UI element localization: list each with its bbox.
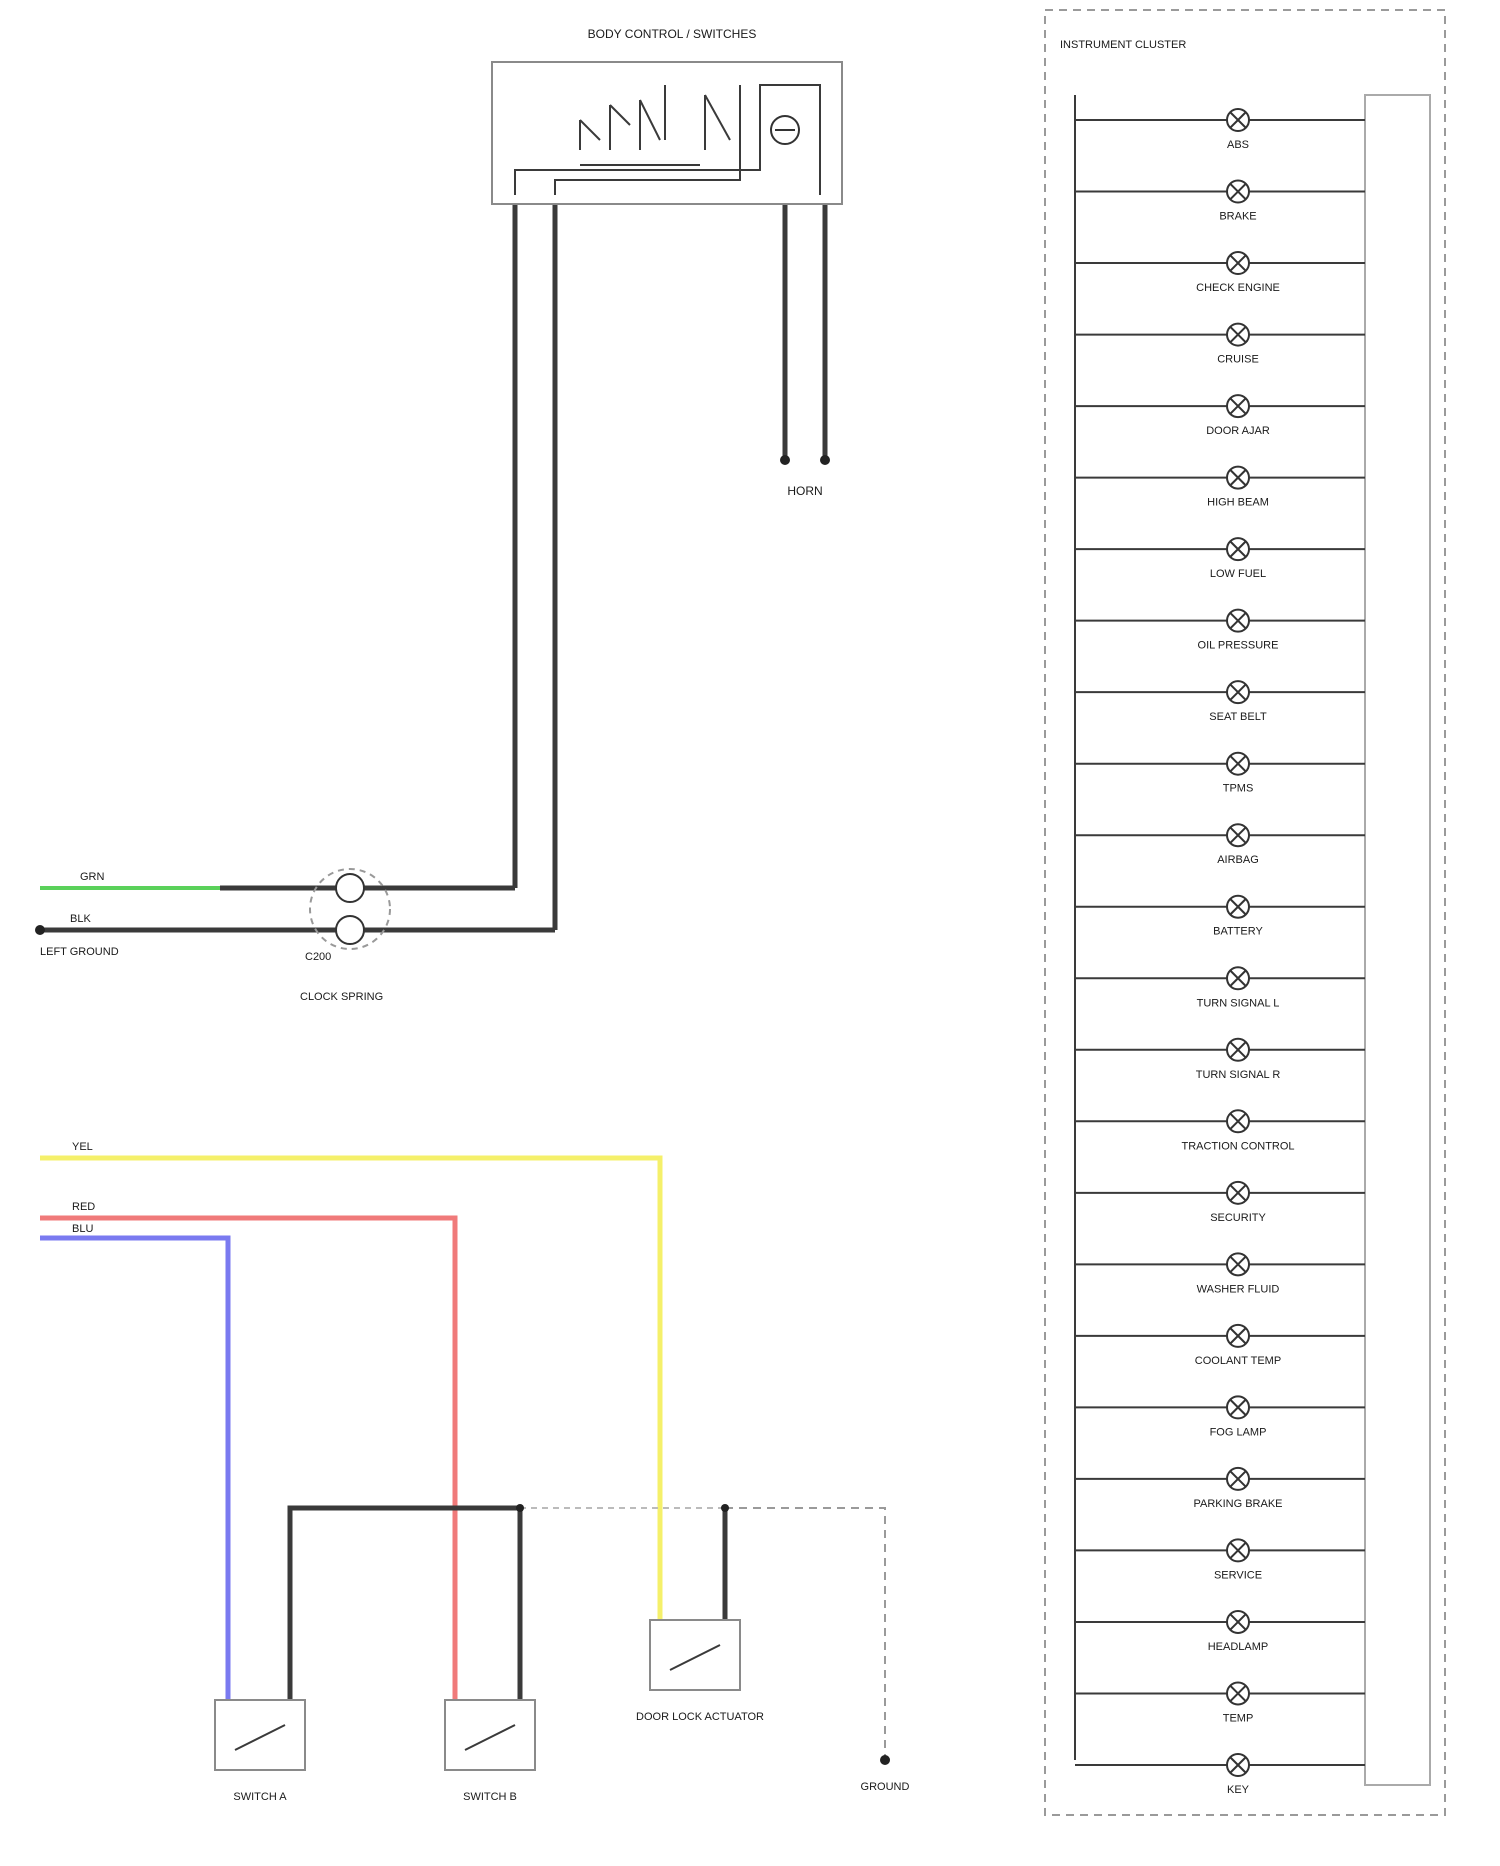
indicator-lamp: FOG LAMP: [1075, 1396, 1365, 1438]
wire-black-code: BLK: [70, 913, 91, 925]
indicator-lamp: TURN SIGNAL R: [1075, 1039, 1365, 1081]
wire-red-code: RED: [72, 1201, 95, 1213]
indicator-label: TPMS: [1223, 783, 1254, 795]
device-switch-a: [215, 1700, 305, 1770]
instrument-cluster-title: INSTRUMENT CLUSTER: [1060, 39, 1186, 51]
indicator-list: ABS BRAKE CHECK ENGINE CRUISE DOOR AJAR HIGH …: [1075, 109, 1365, 1796]
indicator-label: TEMP: [1223, 1712, 1254, 1724]
switch-contacts: [580, 85, 730, 165]
indicator-lamp: DOOR AJAR: [1075, 395, 1365, 437]
indicator-label: TURN SIGNAL L: [1197, 997, 1280, 1009]
indicator-lamp: HEADLAMP: [1075, 1611, 1365, 1653]
indicator-label: WASHER FLUID: [1197, 1283, 1280, 1295]
wire-blue-code: BLU: [72, 1223, 93, 1235]
indicator-lamp: BRAKE: [1075, 181, 1365, 223]
device-switch-b-label: SWITCH B: [463, 1791, 517, 1803]
indicator-lamp: TURN SIGNAL L: [1075, 967, 1365, 1009]
left-ground-terminal: [35, 925, 45, 935]
indicator-label: SECURITY: [1210, 1212, 1266, 1224]
indicator-lamp: AIRBAG: [1075, 824, 1365, 866]
indicator-lamp: KEY: [1075, 1754, 1365, 1796]
left-wiring: GRN BLK LEFT GROUND C200 CLOCK SPRING: [35, 869, 555, 1003]
clock-spring-label: CLOCK SPRING: [300, 991, 383, 1003]
indicator-label: CHECK ENGINE: [1196, 282, 1280, 294]
indicator-label: TURN SIGNAL R: [1196, 1069, 1281, 1081]
indicator-lamp: SECURITY: [1075, 1182, 1365, 1224]
indicator-label: DOOR AJAR: [1206, 425, 1270, 437]
indicator-lamp: BATTERY: [1075, 896, 1365, 938]
indicator-label: HEADLAMP: [1208, 1641, 1269, 1653]
bottom-devices: SWITCH A SWITCH B DOOR LOCK ACTUATOR GRO…: [215, 1620, 909, 1803]
horn-terminal-2: [820, 455, 830, 465]
indicator-lamp: WASHER FLUID: [1075, 1253, 1365, 1295]
horn-label: HORN: [787, 484, 822, 498]
device-actuator-label: DOOR LOCK ACTUATOR: [636, 1711, 764, 1723]
wire-yellow: [40, 1158, 660, 1620]
fill-connector-icon-2: [336, 916, 364, 944]
wire-red: [40, 1218, 455, 1700]
indicator-lamp: OIL PRESSURE: [1075, 610, 1365, 652]
device-switch-b: [445, 1700, 535, 1770]
device-ground-label: GROUND: [861, 1781, 910, 1793]
indicator-label: LOW FUEL: [1210, 568, 1266, 580]
indicator-label: ABS: [1227, 139, 1249, 151]
wire-yellow-code: YEL: [72, 1141, 93, 1153]
indicator-label: SEAT BELT: [1209, 711, 1267, 723]
indicator-lamp: TEMP: [1075, 1682, 1365, 1724]
colored-wiring: YEL RED BLU: [40, 1141, 890, 1765]
fill-connector-label: C200: [305, 951, 331, 963]
indicator-label: BATTERY: [1213, 926, 1263, 938]
device-switch-a-label: SWITCH A: [233, 1791, 287, 1803]
indicator-label: OIL PRESSURE: [1198, 640, 1279, 652]
switch-wires: HORN: [515, 205, 830, 930]
steering-switch-title: BODY CONTROL / SWITCHES: [588, 27, 757, 41]
instrument-cluster: INSTRUMENT CLUSTER ABS BRAKE CHECK ENGINE C…: [1045, 10, 1445, 1815]
indicator-lamp: SEAT BELT: [1075, 681, 1365, 723]
wire-switch-gnd: [290, 1508, 520, 1700]
switch-internal-bus-2: [555, 85, 740, 195]
indicator-lamp: HIGH BEAM: [1075, 467, 1365, 509]
indicator-label: FOG LAMP: [1210, 1426, 1267, 1438]
cluster-right-frame: [1365, 95, 1430, 1785]
indicator-label: COOLANT TEMP: [1195, 1355, 1281, 1367]
indicator-lamp: ABS: [1075, 109, 1365, 151]
indicator-lamp: TRACTION CONTROL: [1075, 1110, 1365, 1152]
indicator-lamp: COOLANT TEMP: [1075, 1325, 1365, 1367]
indicator-label: AIRBAG: [1217, 854, 1259, 866]
indicator-lamp: SERVICE: [1075, 1539, 1365, 1581]
device-actuator: [650, 1620, 740, 1690]
indicator-lamp: PARKING BRAKE: [1075, 1468, 1365, 1510]
indicator-label: BRAKE: [1219, 211, 1256, 223]
indicator-lamp: CRUISE: [1075, 324, 1365, 366]
fill-connector-icon-1: [336, 874, 364, 902]
indicator-lamp: TPMS: [1075, 753, 1365, 795]
indicator-label: HIGH BEAM: [1207, 497, 1269, 509]
steering-switch-assembly: BODY CONTROL / SWITCHES: [492, 27, 842, 204]
indicator-label: PARKING BRAKE: [1193, 1498, 1282, 1510]
left-ground-label: LEFT GROUND: [40, 946, 119, 958]
indicator-label: SERVICE: [1214, 1569, 1262, 1581]
horn-terminal-1: [780, 455, 790, 465]
indicator-lamp: CHECK ENGINE: [1075, 252, 1365, 294]
wire-blue: [40, 1238, 228, 1700]
indicator-label: CRUISE: [1217, 354, 1259, 366]
indicator-lamp: LOW FUEL: [1075, 538, 1365, 580]
wire-green-code: GRN: [80, 871, 105, 883]
ground-terminal: [880, 1755, 890, 1765]
indicator-label: TRACTION CONTROL: [1181, 1140, 1294, 1152]
indicator-label: KEY: [1227, 1784, 1250, 1796]
